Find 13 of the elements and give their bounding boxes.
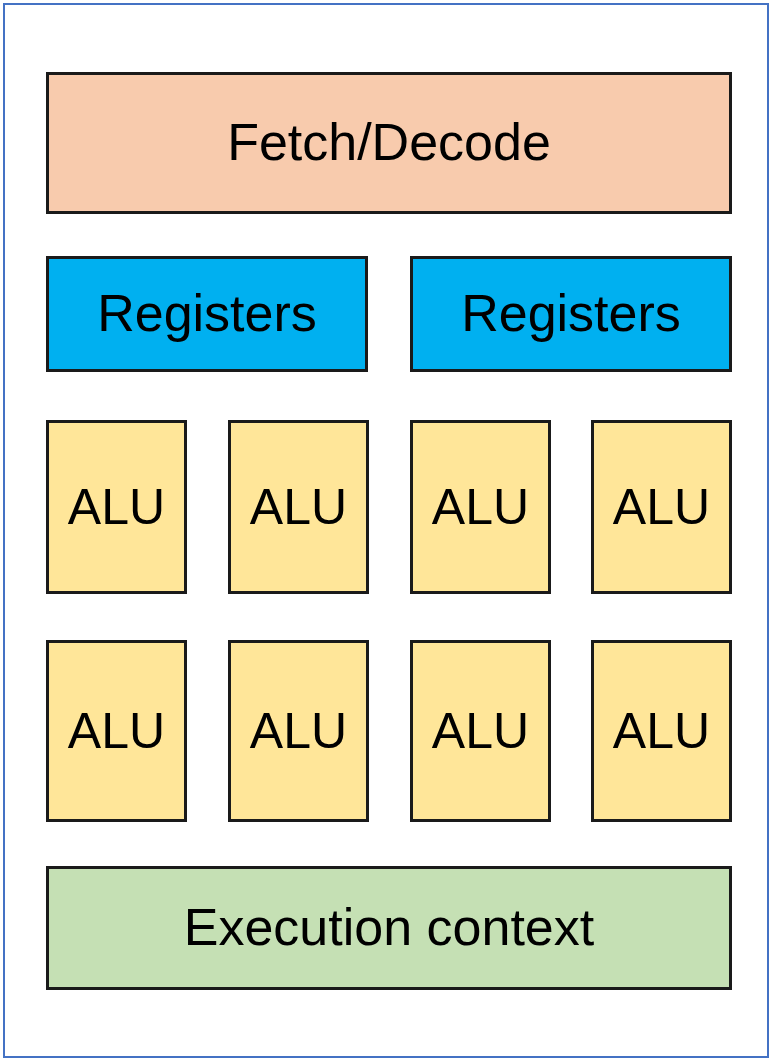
register-file: Registers — [410, 256, 732, 372]
alu-block: ALU — [591, 640, 732, 822]
alu-block: ALU — [46, 640, 187, 822]
alu-block: ALU — [46, 420, 187, 594]
register-file: Registers — [46, 256, 368, 372]
alu-block: ALU — [228, 640, 369, 822]
core-frame — [3, 3, 769, 1058]
alu-block: ALU — [591, 420, 732, 594]
alu-block: ALU — [228, 420, 369, 594]
fetch-decode-unit: Fetch/Decode — [46, 72, 732, 214]
alu-block: ALU — [410, 420, 551, 594]
alu-block: ALU — [410, 640, 551, 822]
execution-context-unit: Execution context — [46, 866, 732, 990]
